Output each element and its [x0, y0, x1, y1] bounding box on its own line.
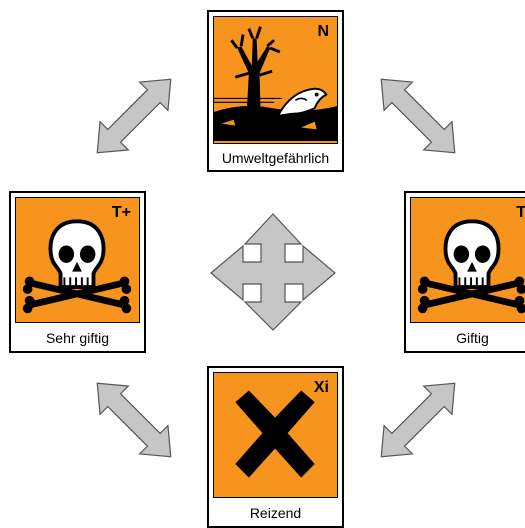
hazard-code: N [317, 23, 329, 40]
sign-panel: N [213, 16, 338, 144]
hazard-caption: Giftig [456, 330, 489, 346]
arrow-top-left-double-icon [82, 64, 186, 168]
arrow-bottom-left-double-icon [82, 368, 186, 472]
hazard-caption: Umweltgefährlich [221, 150, 330, 166]
hazard-sign-very-toxic: T+ Sehr giftig [9, 191, 146, 353]
hazard-sign-environment: N Umweltgefährlich [207, 10, 344, 172]
x-cross-icon [235, 390, 315, 478]
arrow-bottom-right-double-icon [366, 368, 470, 472]
hazard-code: T+ [111, 204, 131, 221]
dead-tree-and-fish-icon [214, 26, 337, 142]
hazard-sign-irritant: Xi Reizend [207, 366, 344, 528]
hazard-code: T [516, 204, 525, 222]
sign-panel: T [410, 197, 525, 323]
skull-crossbones-icon [417, 219, 525, 314]
skull-crossbones-icon [22, 219, 132, 314]
hazard-caption: Sehr giftig [45, 330, 110, 346]
hazard-caption: Reizend [249, 505, 302, 521]
sign-panel: Xi [213, 372, 338, 498]
four-way-arrow-icon [210, 213, 336, 331]
hazard-code: Xi [313, 379, 329, 396]
sign-panel: T+ [15, 197, 140, 323]
hazard-sign-toxic: T Giftig [404, 191, 525, 353]
arrow-top-right-double-icon [366, 64, 470, 168]
